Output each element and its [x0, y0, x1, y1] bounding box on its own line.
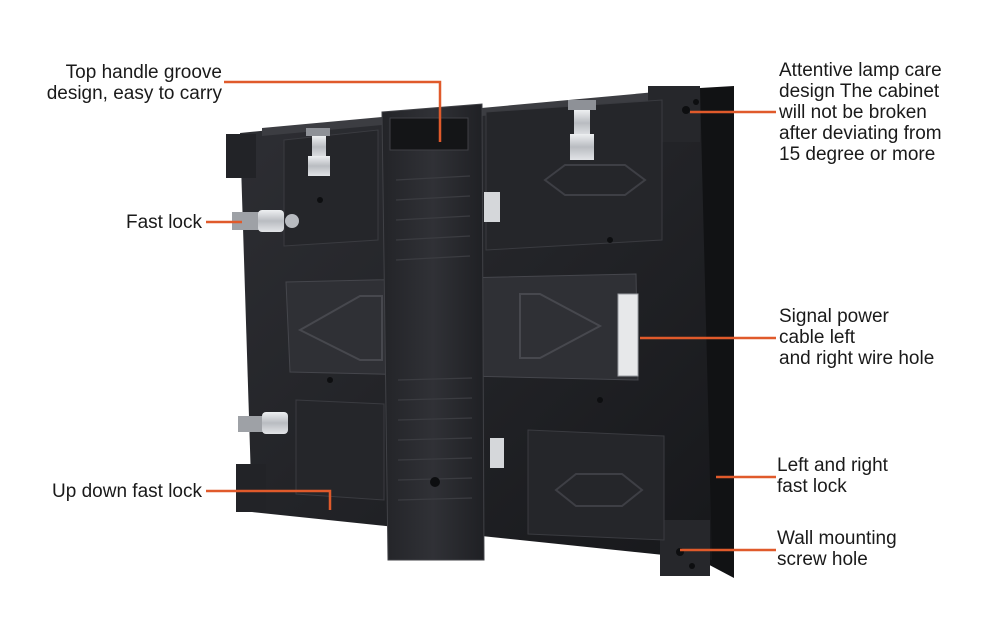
left-bottom-bracket: [236, 464, 266, 512]
label-top-handle: Top handle groove design, easy to carry: [46, 62, 222, 104]
top-handle-groove: [389, 117, 469, 151]
upper-right-hex-emboss: [543, 164, 647, 196]
label-left-right-lock: Left and right fast lock: [777, 455, 888, 497]
label-fast-lock: Fast lock: [125, 212, 202, 233]
right-bottom-corner-block: [660, 520, 710, 576]
lower-left-panel: [295, 399, 385, 501]
led-cabinet: [226, 86, 734, 578]
leader-top-handle: [224, 80, 442, 142]
label-lamp-care: Attentive lamp care design The cabinet w…: [779, 60, 942, 165]
label-up-down-lock: Up down fast lock: [52, 481, 202, 502]
screw-holes: [317, 99, 699, 569]
lower-right-hex-emboss: [554, 473, 644, 507]
label-wall-mount: Wall mounting screw hole: [777, 528, 897, 570]
lower-right-panel: [527, 429, 665, 541]
upper-side-tab: [484, 192, 500, 222]
cross-bar-left-emboss: [297, 295, 383, 361]
vertical-spine: [381, 103, 485, 561]
label-signal-power: Signal power cable left and right wire h…: [779, 306, 935, 369]
leader-lines: [206, 80, 776, 552]
top-left-connector: [306, 128, 330, 176]
top-right-connector: [568, 100, 596, 160]
leader-up-down-lock: [206, 489, 332, 510]
lower-side-tab: [490, 438, 504, 468]
left-top-bracket: [226, 134, 256, 178]
cross-bar-right-emboss: [519, 293, 603, 359]
upper-left-panel: [283, 129, 379, 247]
fast-lock-upper: [232, 210, 299, 232]
wire-hole: [617, 293, 639, 377]
fast-lock-lower: [238, 412, 288, 434]
